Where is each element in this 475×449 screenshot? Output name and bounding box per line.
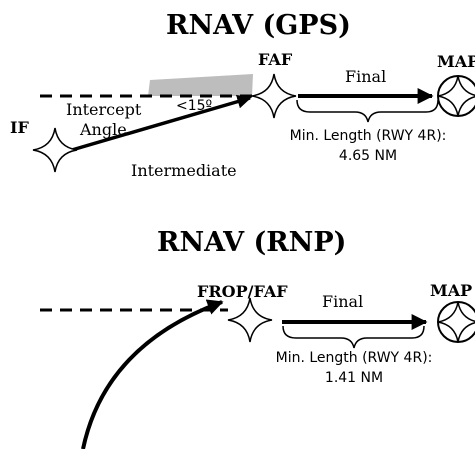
final-label-rnp: Final [322,292,364,311]
rf-leg-curve-arrow [81,299,224,449]
min-length-gps-line2: 4.65 NM [338,148,398,164]
min-length-gps-line1: Min. Length (RWY 4R): [289,128,447,144]
angle-value-label: <15º [176,98,213,114]
map-label-rnp: MAP [430,281,473,300]
map-waypoint-icon-gps [437,75,475,117]
intercept-label: Intercept [66,100,142,119]
final-label-gps: Final [345,67,387,86]
map-label-gps: MAP [437,52,475,71]
faf-label: FAF [258,50,293,69]
min-length-rnp-line2: 1.41 NM [324,370,384,386]
faf-waypoint-icon [251,73,297,119]
intermediate-leg-arrow [64,94,252,154]
min-length-brace-rnp [282,325,425,349]
angle-label: Angle [80,120,127,139]
gps-title: RNAV (GPS) [166,10,351,41]
min-length-rnp-line1: Min. Length (RWY 4R): [275,350,433,366]
if-label: IF [10,118,29,137]
map-waypoint-icon-rnp [437,301,475,343]
min-length-brace-gps [296,99,439,123]
intermediate-label: Intermediate [131,161,237,180]
rnp-title: RNAV (RNP) [157,227,347,258]
frop-faf-waypoint-icon [227,297,273,343]
intercept-angle-wedge [148,74,253,96]
if-waypoint-icon [32,127,78,173]
frop-faf-label: FROP/FAF [197,282,288,301]
